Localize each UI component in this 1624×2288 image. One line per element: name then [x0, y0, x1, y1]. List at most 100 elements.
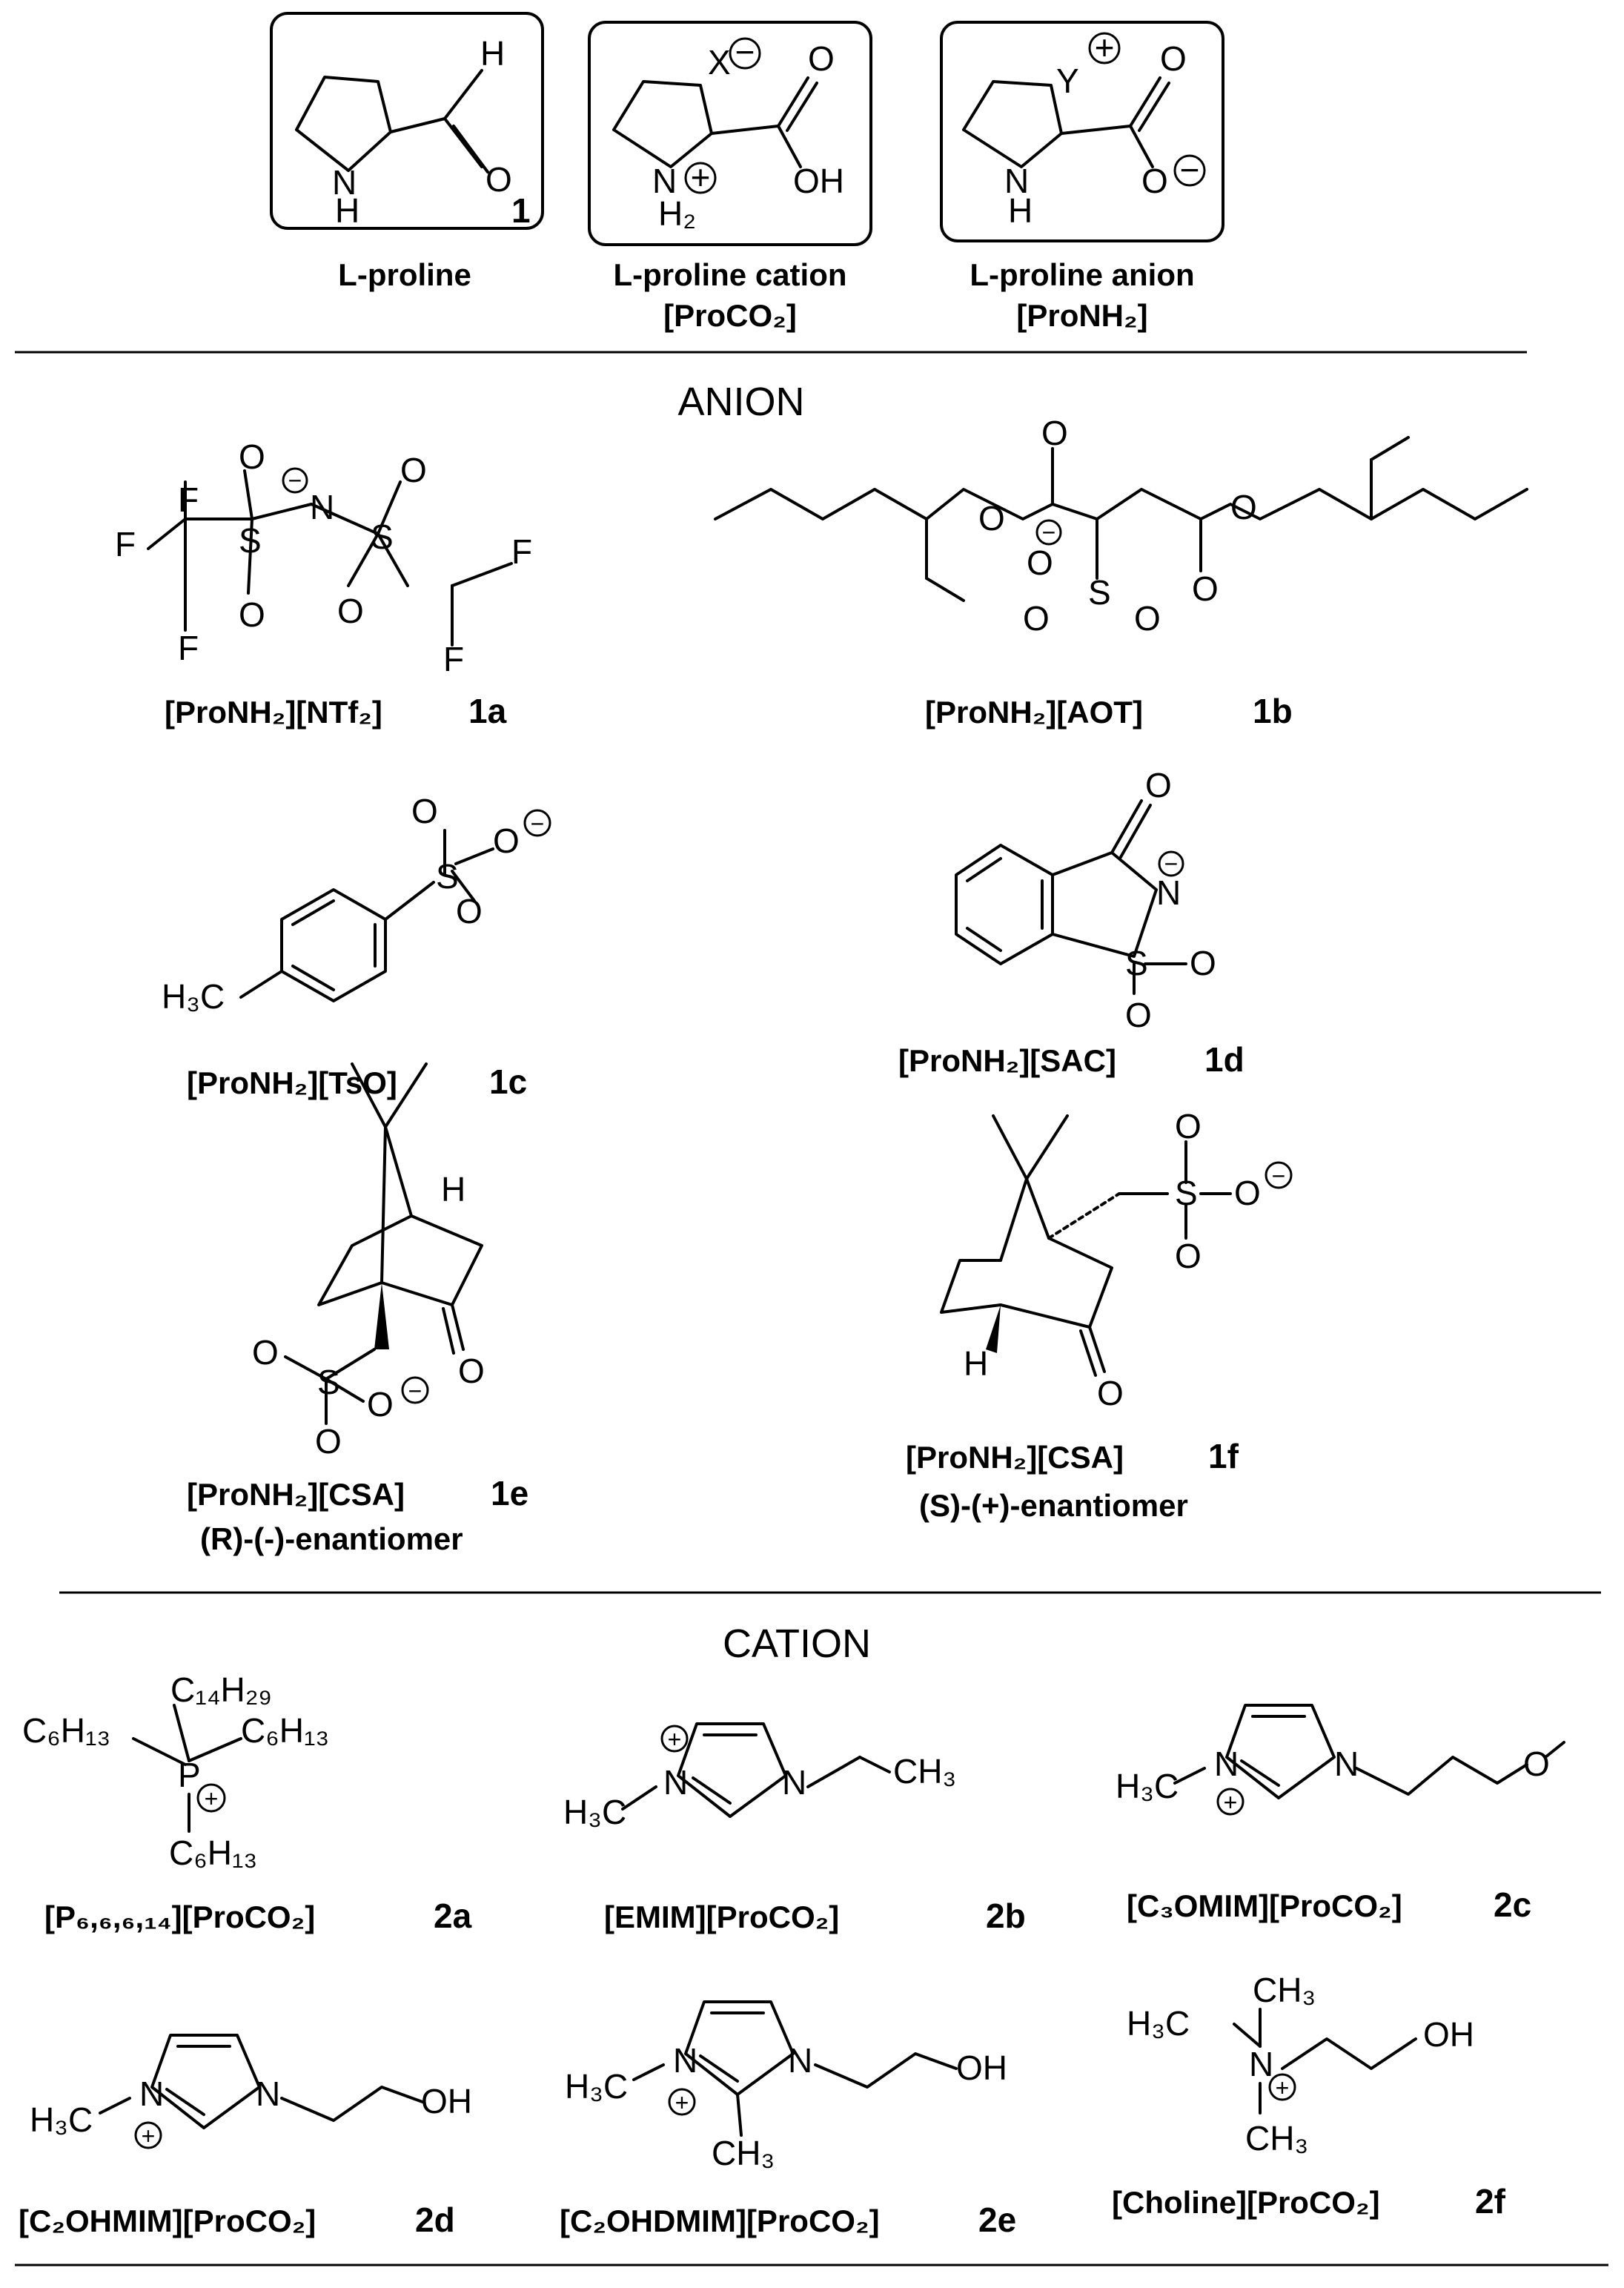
bond [1138, 82, 1170, 132]
charge-minus: − [735, 33, 755, 71]
wedge-bond [374, 1283, 389, 1349]
bond [1025, 1177, 1050, 1240]
atom-label: N [1156, 873, 1181, 912]
atom-label: H₃C [162, 977, 225, 1016]
atom-label: O [1145, 766, 1172, 804]
compound-number: 2e [978, 2201, 1016, 2239]
bond [451, 562, 513, 587]
compound-number: 2b [986, 1897, 1026, 1935]
atom-label: N [663, 1763, 688, 1802]
bond [351, 1062, 387, 1128]
pyrrolidine-ring [962, 80, 1063, 168]
atom-label: O [1175, 1107, 1202, 1145]
charge-plus: + [1095, 28, 1115, 67]
atom-label: O [252, 1333, 279, 1372]
bond [188, 1737, 242, 1762]
bond [1025, 1114, 1069, 1180]
bond [777, 76, 809, 128]
atom-label: O [1097, 1374, 1124, 1412]
charge-circle [523, 809, 551, 837]
benzene-ring [955, 844, 1054, 965]
charge-plus: + [1224, 1789, 1238, 1816]
atom-label: O [239, 595, 265, 634]
hashed-bond [1047, 1192, 1121, 1240]
bicyclic-frame [317, 1214, 483, 1306]
ether-chain [1355, 1756, 1528, 1796]
bond [452, 125, 489, 173]
bond [1240, 1759, 1280, 1787]
structure-1c: S O O O − H₃C [ProNH₂][TsO] 1c [162, 792, 551, 1101]
caption: L-proline anion [970, 257, 1194, 292]
caption-sub: [ProCO₂] [663, 298, 797, 333]
bond [632, 2063, 665, 2081]
atom-label: O [315, 1422, 342, 1461]
charge-minus: − [288, 467, 302, 494]
atom-label: OH [1423, 2015, 1474, 2054]
structure-1e: H O O S O − O [ProNH₂][CSA] 1e (R)-(-)-e… [187, 1062, 528, 1556]
caption: L-proline cation [614, 257, 847, 292]
proline-anion-structure: Y + O O − N H L-proline anion [ProNH₂] [940, 21, 1224, 333]
atom-label: N [1214, 1745, 1239, 1783]
atom-label: C₆H₁₃ [241, 1711, 329, 1750]
atom-label: O [1023, 599, 1050, 638]
atom-label: O [1523, 1745, 1550, 1783]
bond [284, 1355, 328, 1381]
atom-label: O [1234, 1174, 1261, 1212]
charge-circle [1216, 1788, 1244, 1816]
bond [1060, 125, 1132, 135]
atom-label: O [400, 451, 427, 489]
charge-circle [1173, 154, 1206, 187]
caption-note: (R)-(-)-enantiomer [200, 1521, 463, 1556]
atom-label: H₃C [565, 2067, 628, 2106]
atom-label: C₁₄H₂₉ [170, 1670, 272, 1709]
atom-label: O [1125, 996, 1152, 1034]
atom-label: H [964, 1344, 988, 1383]
caption: [C₂OHMIM][ProCO₂] [19, 2203, 316, 2238]
atom-label: H₃C [30, 2100, 93, 2139]
charge-minus: − [1164, 850, 1179, 877]
atom-label: O [337, 592, 364, 630]
charge-plus: + [1276, 2074, 1290, 2101]
imidazolium-ring [684, 2000, 795, 2096]
bond [1088, 1326, 1106, 1373]
proline-aldehyde-structure: H O N H 1 L-proline [270, 12, 544, 292]
atom-label: N [788, 2041, 812, 2080]
compound-number: 1d [1204, 1040, 1244, 1079]
charge-plus: + [142, 2123, 156, 2149]
charge-circle [1035, 519, 1062, 546]
imidazolium-ring [150, 2034, 261, 2129]
atom-label: H₃C [1127, 2004, 1190, 2043]
skeleton [147, 503, 409, 587]
atom-label: N [1004, 162, 1029, 200]
charge-minus: − [1272, 1163, 1286, 1189]
charge-circle [1088, 32, 1121, 65]
bond [451, 870, 476, 902]
atom-label: O [1175, 1237, 1202, 1275]
bond [442, 1307, 455, 1355]
atom-label: OH [956, 2049, 1007, 2087]
bond [710, 125, 780, 135]
charge-circle [196, 1783, 226, 1813]
atom-label: F [115, 525, 136, 563]
structure-1a: F F F O O S N − S O O F F [ProNH₂][NTf₂]… [115, 437, 532, 730]
compound-number: 1c [489, 1062, 527, 1101]
bond [99, 2097, 131, 2115]
charge-plus: + [691, 158, 711, 196]
bond [1129, 76, 1161, 128]
compound-number: 1 [511, 191, 531, 230]
bond [999, 1177, 1028, 1262]
atom-label: P [178, 1756, 201, 1794]
atom-label: O [485, 160, 512, 199]
hydroxyethyl-chain [814, 2052, 958, 2089]
structure-2f: CH₃ H₃C N + CH₃ OH [Choline][ProCO₂] 2f [1112, 1971, 1506, 2221]
benzene-ring [280, 888, 387, 1002]
caption-note: (S)-(+)-enantiomer [919, 1488, 1188, 1523]
caption: [EMIM][ProCO₂] [604, 1899, 839, 1934]
atom-label: N [1334, 1745, 1359, 1783]
bond [454, 847, 494, 865]
bond [243, 469, 253, 520]
bond [443, 69, 483, 120]
bond [132, 1737, 187, 1766]
atom-label: OH [421, 2082, 472, 2120]
